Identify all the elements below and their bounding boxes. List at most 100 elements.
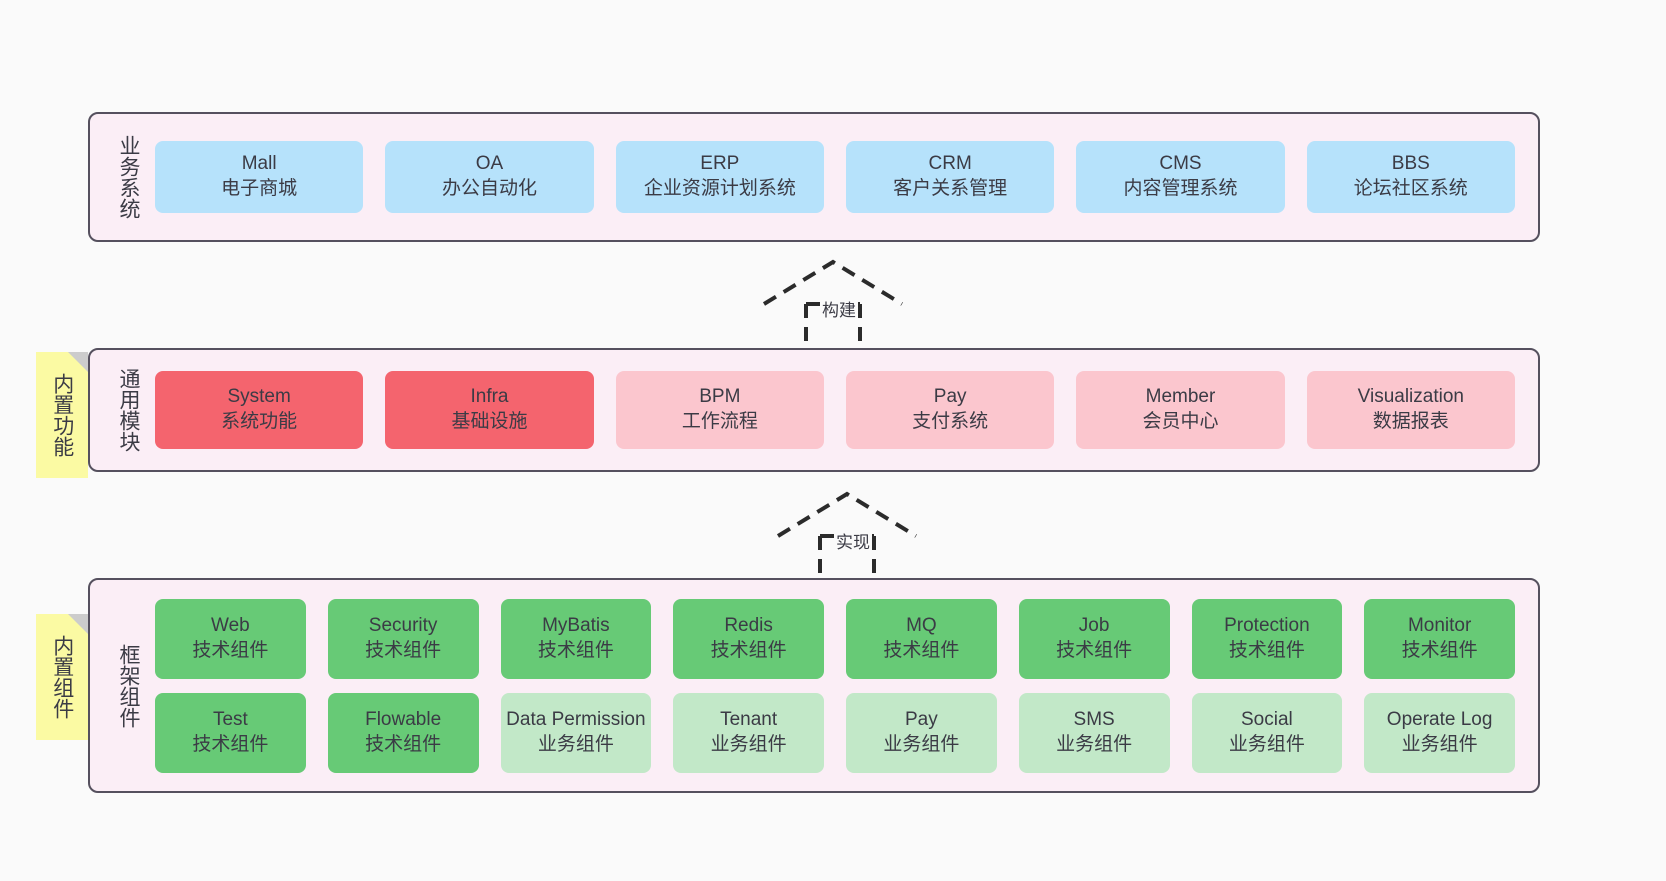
card-pay-component[interactable]: Pay 业务组件 — [846, 692, 997, 773]
card-title: Web — [211, 614, 250, 636]
card-subtitle: 技术组件 — [537, 639, 614, 661]
card-mybatis[interactable]: MyBatis 技术组件 — [500, 598, 652, 679]
card-title: ERP — [700, 153, 740, 175]
card-title: Security — [368, 614, 438, 636]
framework-card-row-1: Web 技术组件 Security 技术组件 MyBatis 技术组件 Redi… — [144, 598, 1526, 679]
card-title: Infra — [470, 386, 509, 408]
card-subtitle: 客户关系管理 — [893, 178, 1008, 199]
card-test[interactable]: Test 技术组件 — [155, 692, 306, 773]
card-subtitle: 会员中心 — [1142, 411, 1219, 432]
card-title: MyBatis — [542, 614, 610, 636]
card-infra[interactable]: Infra 基础设施 — [385, 371, 594, 449]
card-title: Monitor — [1407, 614, 1472, 636]
card-title: BPM — [699, 386, 741, 408]
layer-common-modules: 通用模块 System 系统功能 Infra 基础设施 BPM 工作流程 Pay… — [88, 348, 1540, 472]
card-subtitle: 论坛社区系统 — [1353, 178, 1468, 199]
card-pay-module[interactable]: Pay 支付系统 — [845, 371, 1055, 449]
card-subtitle: 电子商城 — [221, 178, 298, 199]
card-subtitle: 业务组件 — [1056, 733, 1133, 755]
card-title: Social — [1241, 708, 1293, 730]
card-mq[interactable]: MQ 技术组件 — [846, 598, 997, 679]
arrow-label-implement: 实现 — [834, 528, 872, 553]
card-subtitle: 技术组件 — [192, 733, 269, 755]
card-subtitle: 办公自动化 — [441, 178, 537, 199]
card-title: Operate Log — [1386, 708, 1493, 730]
card-subtitle: 业务组件 — [1228, 733, 1305, 755]
card-web[interactable]: Web 技术组件 — [155, 598, 306, 679]
sticky-note-label: 内置功能 — [50, 373, 74, 457]
card-subtitle: 技术组件 — [1056, 639, 1133, 661]
card-title: Member — [1145, 386, 1216, 408]
card-job[interactable]: Job 技术组件 — [1018, 598, 1170, 679]
card-subtitle: 业务组件 — [883, 733, 960, 755]
card-subtitle: 技术组件 — [710, 639, 787, 661]
card-mall[interactable]: Mall 电子商城 — [155, 141, 364, 213]
card-title: Test — [212, 708, 248, 730]
card-visualization[interactable]: Visualization 数据报表 — [1306, 371, 1515, 449]
card-security[interactable]: Security 技术组件 — [327, 598, 479, 679]
layer-caption-framework: 框架组件 — [117, 643, 140, 728]
card-subtitle: 技术组件 — [883, 639, 960, 661]
card-subtitle: 数据报表 — [1372, 411, 1449, 432]
layer-business-systems: 业务系统 Mall 电子商城 OA 办公自动化 ERP 企业资源计划系统 CRM… — [88, 112, 1540, 242]
card-title: Job — [1078, 614, 1110, 636]
card-erp[interactable]: ERP 企业资源计划系统 — [615, 141, 824, 213]
arrow-implement: 实现 — [772, 488, 922, 580]
card-system[interactable]: System 系统功能 — [155, 371, 364, 449]
card-title: CRM — [928, 153, 972, 175]
card-subtitle: 业务组件 — [710, 733, 787, 755]
card-member[interactable]: Member 会员中心 — [1076, 371, 1285, 449]
card-subtitle: 支付系统 — [912, 411, 989, 432]
card-sms[interactable]: SMS 业务组件 — [1018, 692, 1170, 773]
folded-corner-icon — [68, 352, 88, 372]
sticky-note-builtin-components: 内置组件 — [36, 614, 88, 740]
card-title: Redis — [724, 614, 773, 636]
layer-caption-business: 业务系统 — [117, 135, 140, 219]
card-subtitle: 业务组件 — [1401, 733, 1478, 755]
card-title: CMS — [1159, 153, 1202, 175]
card-title: Pay — [933, 386, 967, 408]
card-subtitle: 工作流程 — [681, 411, 758, 432]
card-title: BBS — [1391, 153, 1430, 175]
card-cms[interactable]: CMS 内容管理系统 — [1076, 141, 1285, 213]
card-tenant[interactable]: Tenant 业务组件 — [673, 692, 824, 773]
card-redis[interactable]: Redis 技术组件 — [673, 598, 824, 679]
card-operate-log[interactable]: Operate Log 业务组件 — [1364, 692, 1515, 773]
framework-card-row-2: Test 技术组件 Flowable 技术组件 Data Permission … — [144, 692, 1526, 773]
card-title: Mall — [241, 153, 277, 175]
folded-corner-icon — [68, 614, 88, 634]
layer-framework-components: 框架组件 Web 技术组件 Security 技术组件 MyBatis 技术组件… — [88, 578, 1540, 793]
common-card-list: System 系统功能 Infra 基础设施 BPM 工作流程 Pay 支付系统… — [140, 350, 1538, 470]
card-oa[interactable]: OA 办公自动化 — [385, 141, 594, 213]
card-subtitle: 技术组件 — [365, 639, 442, 661]
card-subtitle: 技术组件 — [192, 639, 269, 661]
card-subtitle: 技术组件 — [1401, 639, 1478, 661]
card-subtitle: 内容管理系统 — [1123, 178, 1238, 199]
card-social[interactable]: Social 业务组件 — [1191, 692, 1343, 773]
card-monitor[interactable]: Monitor 技术组件 — [1364, 598, 1515, 679]
card-crm[interactable]: CRM 客户关系管理 — [845, 141, 1055, 213]
card-subtitle: 技术组件 — [365, 733, 442, 755]
card-subtitle: 系统功能 — [221, 411, 298, 432]
card-title: MQ — [906, 614, 937, 636]
card-title: Flowable — [365, 708, 442, 730]
card-title: Data Permission — [506, 708, 646, 730]
card-protection[interactable]: Protection 技术组件 — [1191, 598, 1343, 679]
card-subtitle: 业务组件 — [537, 733, 614, 755]
arrow-build: 构建 — [758, 256, 908, 348]
card-title: Tenant — [720, 708, 778, 730]
card-bbs[interactable]: BBS 论坛社区系统 — [1306, 141, 1515, 213]
card-title: SMS — [1073, 708, 1115, 730]
card-flowable[interactable]: Flowable 技术组件 — [327, 692, 479, 773]
card-subtitle: 企业资源计划系统 — [643, 178, 796, 199]
card-title: Visualization — [1357, 386, 1464, 408]
card-title: Pay — [905, 708, 938, 730]
card-title: Protection — [1224, 614, 1310, 636]
card-bpm[interactable]: BPM 工作流程 — [615, 371, 824, 449]
arrow-label-build: 构建 — [820, 296, 858, 321]
card-subtitle: 基础设施 — [451, 411, 528, 432]
card-title: System — [227, 386, 291, 408]
card-data-permission[interactable]: Data Permission 业务组件 — [500, 692, 652, 773]
business-card-list: Mall 电子商城 OA 办公自动化 ERP 企业资源计划系统 CRM 客户关系… — [140, 114, 1538, 240]
